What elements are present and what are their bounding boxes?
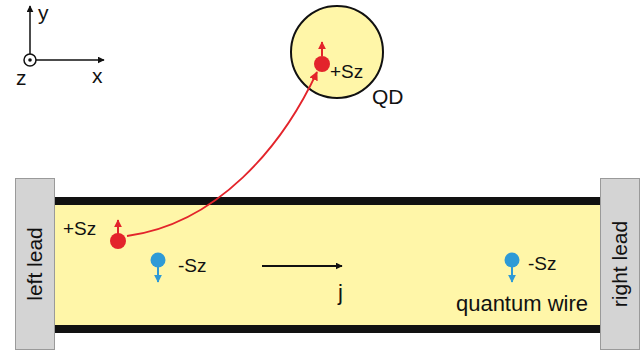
- axis-label: z: [16, 66, 27, 89]
- wire-border: [55, 325, 600, 333]
- lead-label: right lead: [608, 221, 631, 307]
- wire-label: quantum wire: [456, 292, 588, 316]
- wire-fill: [55, 197, 600, 333]
- dot-label: QD: [372, 85, 404, 108]
- spin-label: +Sz: [63, 219, 96, 240]
- quantum-dot: +SzQD: [290, 5, 384, 99]
- left-lead: left lead: [15, 178, 55, 350]
- dot-outline: [291, 6, 383, 98]
- current-label: j: [338, 281, 343, 305]
- spin-label: +Sz: [330, 62, 363, 83]
- wire-electron-up: [110, 220, 126, 249]
- lead-rect: [601, 179, 640, 350]
- quantum-wire: +Sz -Sz j -Sz quantum wire: [55, 197, 600, 333]
- wire-electron-down: [151, 253, 166, 283]
- axes: [24, 6, 104, 66]
- spin-label: -Sz: [528, 254, 557, 275]
- spin-label: -Sz: [178, 256, 207, 277]
- wire-electron-down: [505, 253, 520, 283]
- right-lead: right lead: [600, 178, 640, 350]
- transfer-arrow: [127, 72, 317, 236]
- axis-label: x: [92, 64, 103, 87]
- wire-border: [55, 197, 600, 205]
- qd-electron: [314, 42, 330, 72]
- current-arrow: [262, 265, 342, 267]
- axis-label: y: [38, 1, 49, 24]
- lead-rect: [16, 179, 55, 350]
- lead-label: left lead: [23, 227, 46, 301]
